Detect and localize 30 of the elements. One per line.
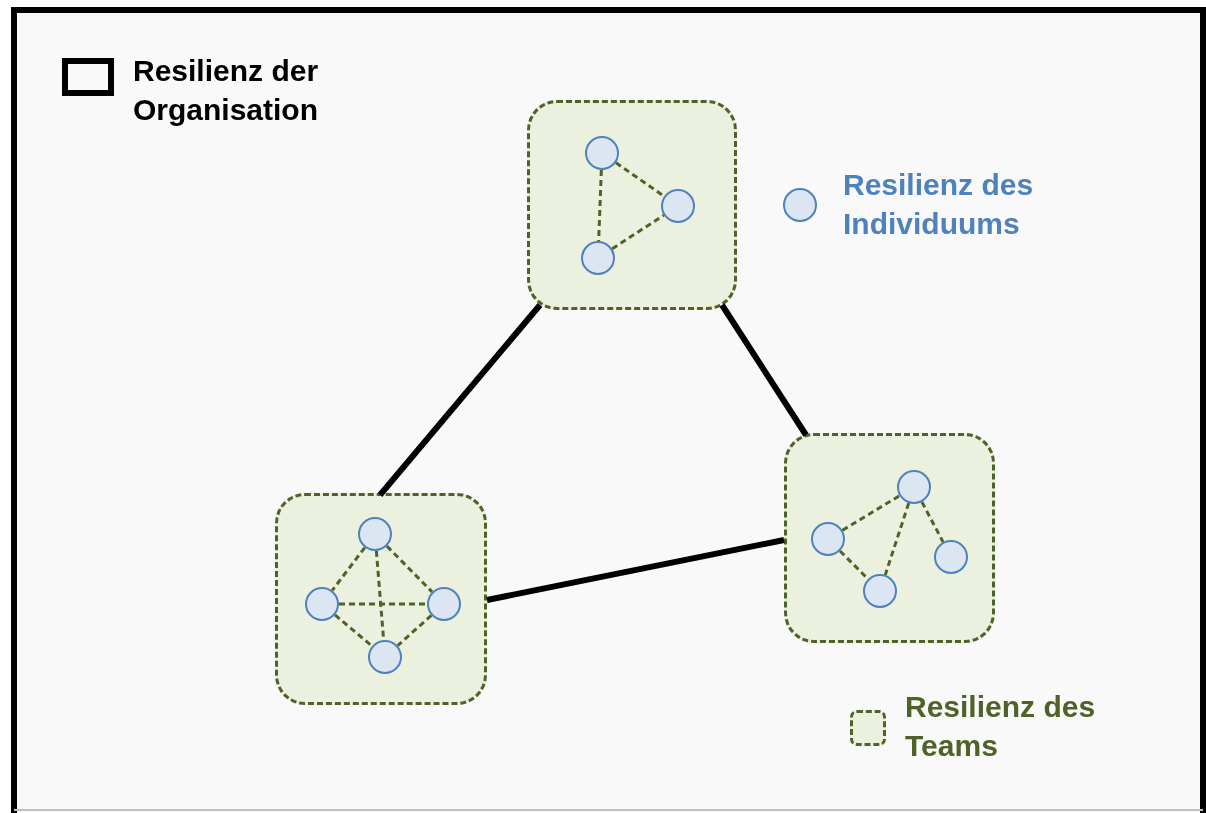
team-link-line	[486, 537, 785, 603]
individual-circle	[585, 136, 619, 170]
individual-link-line	[615, 161, 665, 198]
individual-link-line	[883, 502, 911, 576]
individual-circle	[581, 241, 615, 275]
legend-text: Resilienz des Individuums	[843, 167, 1035, 242]
legend-text: Resilienz der Organisation	[133, 53, 320, 128]
individual-circle	[368, 640, 402, 674]
individual-link-line	[597, 169, 603, 242]
legend-text: Resilienz des Teams	[905, 689, 1097, 764]
individual-link-line	[331, 546, 366, 592]
individual-link-line	[334, 613, 373, 648]
individual-circle	[427, 587, 461, 621]
individual-circle	[811, 522, 845, 556]
team-link-line	[719, 303, 809, 437]
team-box	[784, 433, 995, 643]
individual-circle	[305, 587, 339, 621]
individual-circle	[863, 574, 897, 608]
individual-link-line	[385, 545, 434, 593]
individual-link-line	[611, 214, 665, 250]
team-box	[527, 100, 737, 310]
individual-link-line	[841, 494, 901, 532]
individual-link-line	[920, 501, 945, 543]
individual-link-line	[396, 614, 433, 647]
individual-link-line	[339, 602, 427, 606]
individual-circle	[358, 517, 392, 551]
individual-circle	[897, 470, 931, 504]
team-box	[275, 493, 487, 705]
individual-circle	[934, 540, 968, 574]
individual-circle	[661, 189, 695, 223]
